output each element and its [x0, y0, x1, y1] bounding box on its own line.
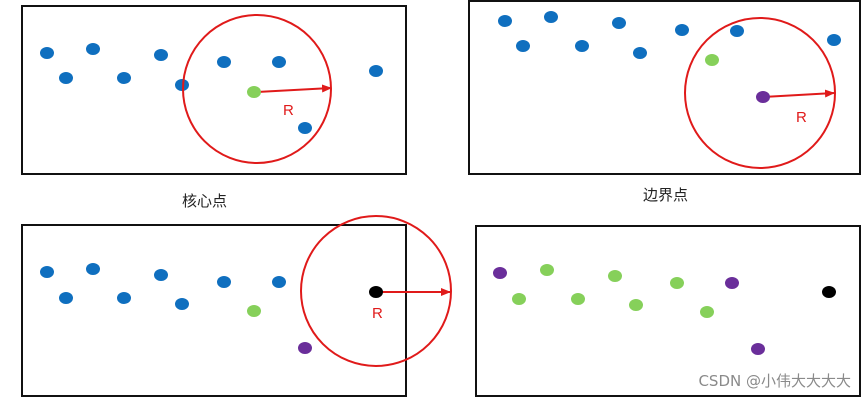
core-point — [629, 299, 643, 311]
panel-frame — [21, 224, 407, 397]
blue-point — [544, 11, 558, 23]
blue-point — [633, 47, 647, 59]
blue-point — [217, 56, 231, 68]
border-point — [493, 267, 507, 279]
radius-label: R — [283, 102, 294, 119]
core-point — [512, 293, 526, 305]
border-point — [756, 91, 770, 103]
panel-cluster-result — [475, 225, 861, 397]
blue-points — [498, 11, 841, 59]
blue-point — [612, 17, 626, 29]
blue-point — [175, 79, 189, 91]
panel-frame — [21, 5, 407, 175]
blue-point — [217, 276, 231, 288]
blue-point — [117, 292, 131, 304]
blue-point — [154, 269, 168, 281]
blue-point — [575, 40, 589, 52]
blue-point — [59, 292, 73, 304]
blue-point — [40, 47, 54, 59]
panel-core-point: R — [21, 5, 407, 175]
core-point — [705, 54, 719, 66]
noise-point — [369, 286, 383, 298]
panel-noise-point: R — [21, 215, 452, 397]
blue-point — [675, 24, 689, 36]
radius-label: R — [372, 305, 383, 322]
core-point — [571, 293, 585, 305]
core-point — [608, 270, 622, 282]
blue-point — [117, 72, 131, 84]
panel-border-point: R — [468, 0, 861, 175]
border-point — [751, 343, 765, 355]
blue-point — [86, 43, 100, 55]
border-point — [725, 277, 739, 289]
blue-point — [272, 276, 286, 288]
blue-point — [369, 65, 383, 77]
blue-point — [498, 15, 512, 27]
blue-point — [827, 34, 841, 46]
caption-border-point: 边界点 — [643, 186, 689, 204]
core-point — [247, 305, 261, 317]
caption-core-point: 核心点 — [182, 192, 228, 210]
blue-point — [272, 56, 286, 68]
core-point — [540, 264, 554, 276]
radius-label: R — [796, 109, 807, 126]
core-point — [700, 306, 714, 318]
panel-frame — [475, 225, 861, 397]
blue-point — [86, 263, 100, 275]
blue-point — [730, 25, 744, 37]
neighborhood-circle — [300, 215, 452, 367]
noise-point — [822, 286, 836, 298]
blue-point — [516, 40, 530, 52]
blue-point — [40, 266, 54, 278]
blue-point — [154, 49, 168, 61]
radius-arrow — [762, 89, 835, 98]
radius-arrow — [256, 84, 332, 93]
core-point — [670, 277, 684, 289]
blue-point — [59, 72, 73, 84]
blue-point — [298, 122, 312, 134]
border-point — [298, 342, 312, 354]
neighborhood-circle — [684, 17, 836, 169]
panel-frame — [468, 0, 861, 175]
csdn-watermark: CSDN @小伟大大大大 — [698, 372, 851, 390]
blue-points — [40, 263, 286, 310]
blue-point — [175, 298, 189, 310]
classified-points — [493, 264, 836, 355]
core-point — [247, 86, 261, 98]
blue-points — [40, 43, 383, 134]
